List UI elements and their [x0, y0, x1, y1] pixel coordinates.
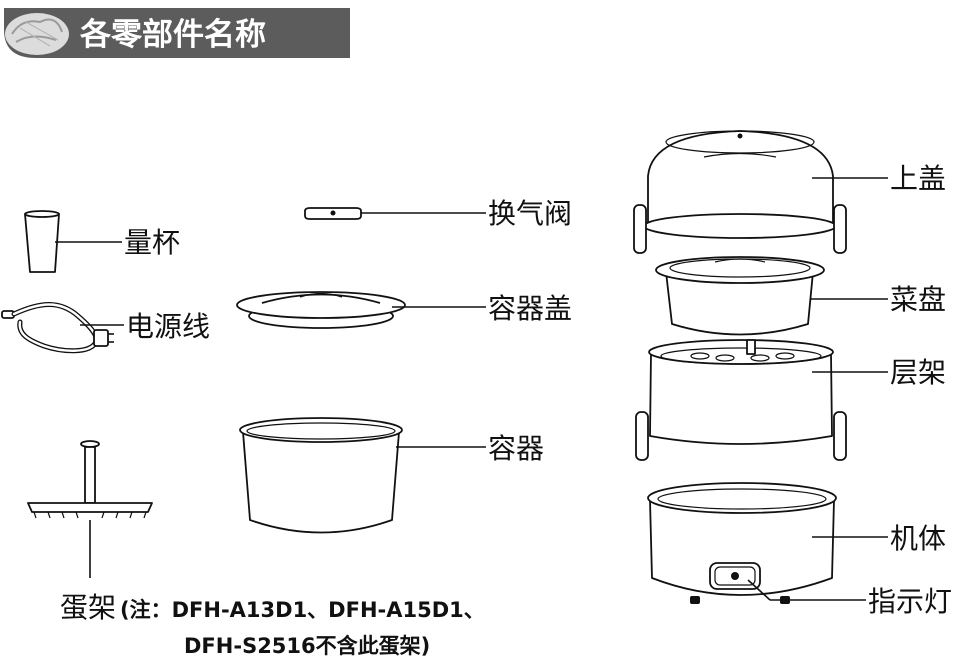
label-indicator-light: 指示灯	[868, 585, 952, 618]
label-egg-rack: 蛋架	[60, 591, 116, 624]
label-power-cord: 电源线	[126, 310, 210, 343]
indicator-light: 指示灯	[709, 562, 952, 618]
page-title: 各零部件名称	[79, 17, 266, 53]
label-dish-tray: 菜盘	[890, 283, 946, 316]
container-pot: 容器	[239, 417, 544, 534]
egg-rack: 蛋架 (注：DFH-A13D1、DFH-A15D1、 DFH-S2516不含此蛋…	[27, 440, 485, 658]
label-layer-rack: 层架	[890, 356, 946, 389]
label-vent-valve: 换气阀	[488, 197, 572, 230]
label-upper-lid: 上盖	[890, 162, 946, 195]
upper-lid: 上盖	[633, 130, 946, 254]
container-lid: 容器盖	[236, 291, 572, 329]
measuring-cup: 量杯	[24, 210, 180, 273]
label-container: 容器	[488, 432, 544, 465]
power-cord: 电源线	[1, 302, 210, 354]
vent-valve: 换气阀	[304, 197, 572, 230]
label-base-unit: 机体	[890, 522, 946, 555]
layer-rack: 层架	[635, 339, 946, 461]
header-banner: 各零部件名称	[4, 8, 350, 58]
label-measuring-cup: 量杯	[124, 226, 180, 259]
note-line-2: DFH-S2516不含此蛋架)	[184, 634, 430, 658]
cloud-icon	[5, 13, 69, 55]
dish-tray: 菜盘	[655, 256, 946, 336]
label-container-lid: 容器盖	[488, 292, 572, 325]
note-line-1: (注：DFH-A13D1、DFH-A15D1、	[120, 598, 485, 622]
base-unit: 机体	[647, 482, 946, 604]
